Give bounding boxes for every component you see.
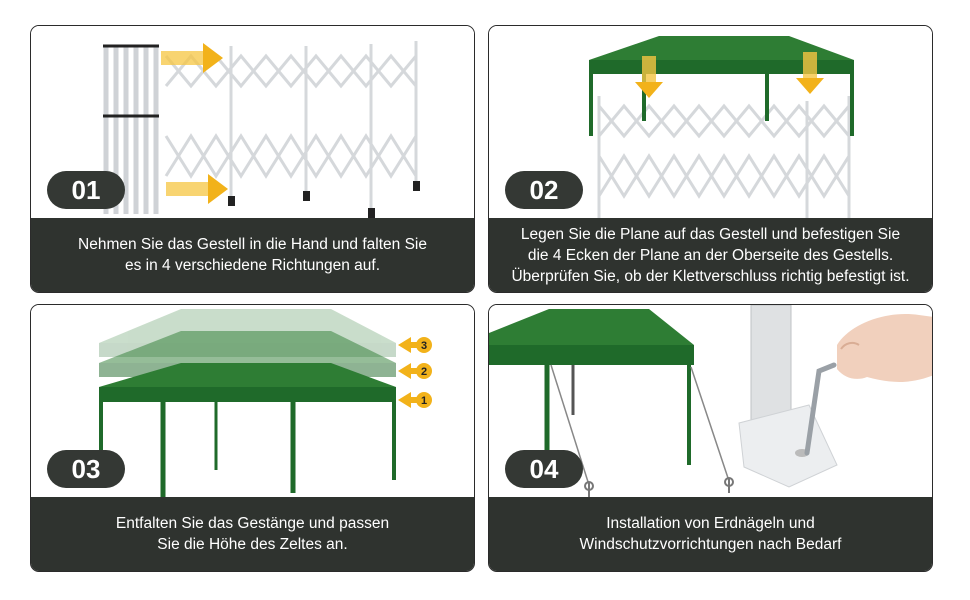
canopy-icon — [489, 309, 694, 465]
scissor-frame-icon — [164, 41, 418, 216]
arrow-right-icon — [166, 174, 228, 204]
arrow-down-icon — [796, 52, 824, 94]
arrow-down-icon — [635, 56, 663, 98]
step-caption: Nehmen Sie das Gestell in die Hand und f… — [31, 218, 474, 292]
step-caption-text: Nehmen Sie das Gestell in die Hand und f… — [78, 236, 427, 274]
scissor-frame-icon — [597, 96, 851, 218]
canopy-icon — [99, 363, 396, 497]
step-3-illustration: 3 2 1 03 — [31, 305, 474, 499]
height-marker-2: 2 — [421, 366, 427, 378]
arrow-left-icon: 2 — [398, 363, 432, 379]
height-marker-1: 1 — [421, 395, 427, 407]
step-card-3: 3 2 1 03 Entfalten Sie das Gestänge und … — [30, 304, 475, 572]
leg-base-icon — [738, 305, 838, 488]
step-caption: Legen Sie die Plane auf das Gestell und … — [489, 218, 932, 292]
step-badge: 03 — [47, 450, 125, 488]
ground-stake-icon — [584, 477, 734, 497]
height-marker-3: 3 — [421, 340, 427, 352]
step-caption-text: Legen Sie die Plane auf das Gestell und … — [511, 225, 910, 285]
step-caption: Entfalten Sie das Gestänge und passen Si… — [31, 497, 474, 571]
step-badge: 02 — [505, 171, 583, 209]
step-4-illustration: 04 — [489, 305, 932, 499]
hand-icon — [837, 314, 932, 382]
step-card-2: 02 Legen Sie die Plane auf das Gestell u… — [488, 25, 933, 293]
step-1-illustration: 01 — [31, 26, 474, 220]
step-badge: 01 — [47, 171, 125, 209]
step-2-illustration: 02 — [489, 26, 932, 220]
arrow-left-icon: 1 — [398, 392, 432, 408]
arrow-right-icon — [161, 43, 223, 73]
allen-key-icon — [804, 362, 837, 456]
step-card-1: 01 Nehmen Sie das Gestell in die Hand un… — [30, 25, 475, 293]
step-caption: Installation von Erdnägeln und Windschut… — [489, 497, 932, 571]
step-caption-text: Entfalten Sie das Gestänge und passen Si… — [115, 515, 390, 553]
arrow-left-icon: 3 — [398, 337, 432, 353]
step-caption-text: Installation von Erdnägeln und Windschut… — [579, 515, 842, 553]
step-badge: 04 — [505, 450, 583, 488]
step-card-4: 04 Installation von Erdnägeln und Windsc… — [488, 304, 933, 572]
